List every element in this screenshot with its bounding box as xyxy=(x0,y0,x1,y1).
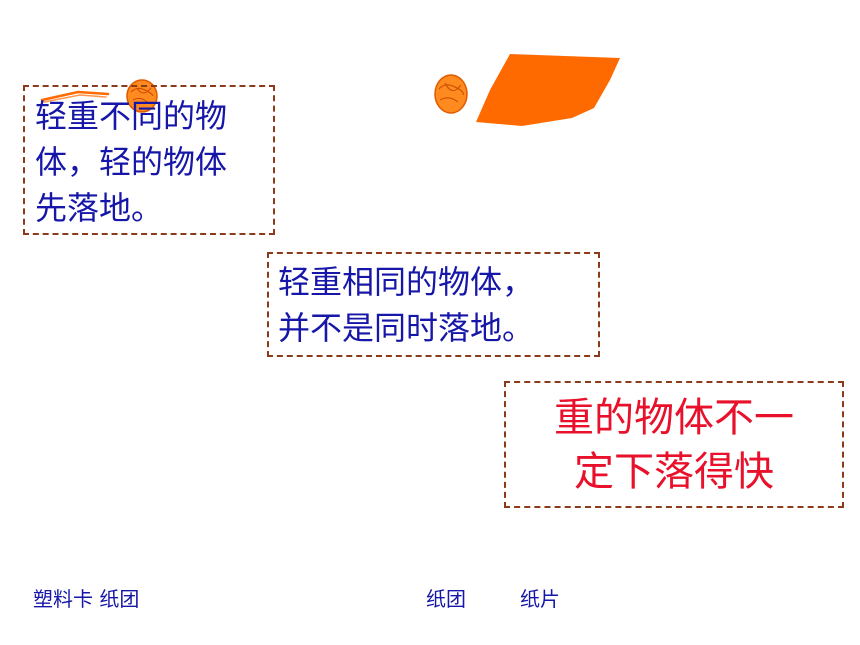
paper-ball-icon-left xyxy=(126,79,158,113)
caption-paper-sheet: 纸片 xyxy=(520,587,560,611)
conclusion-text: 重的物体不一 定下落得快 xyxy=(554,395,794,495)
paper-ball-icon-right xyxy=(434,74,468,114)
statement-same-weight-text: 轻重相同的物体， 并不是同时落地。 xyxy=(278,263,535,347)
conclusion-box: 重的物体不一 定下落得快 xyxy=(504,381,844,508)
statement-box-different-weight: 轻重不同的物 体，轻的物体 先落地。 xyxy=(23,85,275,235)
statement-box-same-weight: 轻重相同的物体， 并不是同时落地。 xyxy=(267,252,600,357)
plastic-card-icon xyxy=(40,90,110,103)
caption-paper-ball: 纸团 xyxy=(426,587,466,611)
caption-plastic-card-paper-ball: 塑料卡 纸团 xyxy=(33,587,140,611)
paper-sheet-icon xyxy=(476,54,620,126)
statement-different-weight-text: 轻重不同的物 体，轻的物体 先落地。 xyxy=(35,97,228,227)
